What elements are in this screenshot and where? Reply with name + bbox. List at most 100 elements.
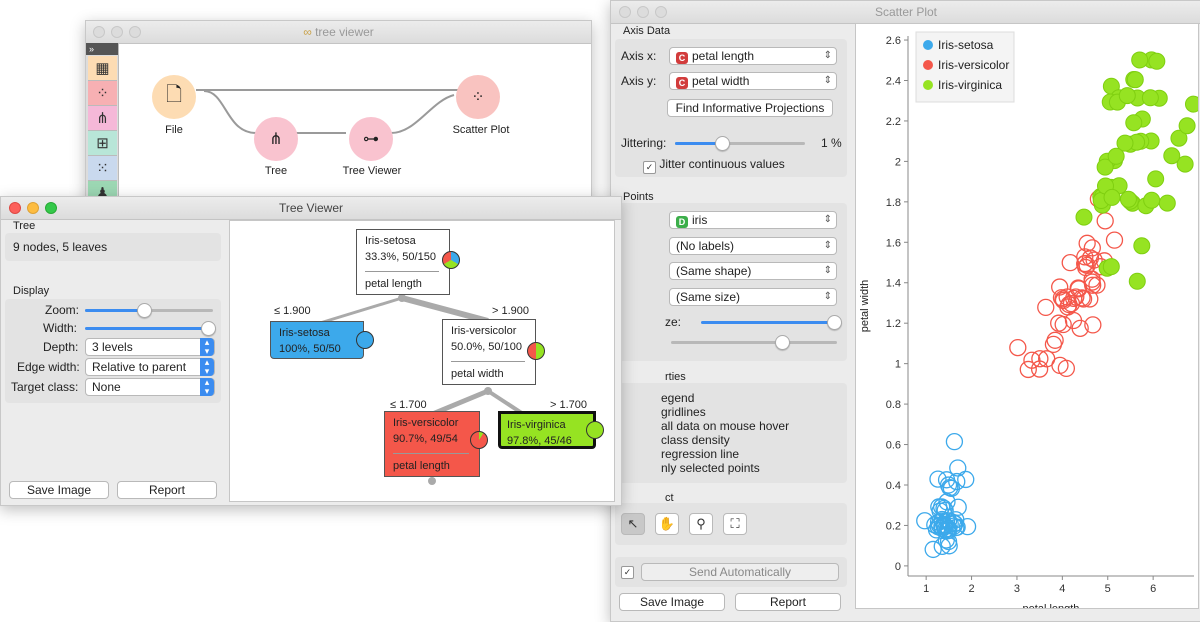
scatter-point (1178, 117, 1196, 135)
prop-label-selected[interactable]: nly selected points (661, 461, 760, 475)
size-value: (Same size) (676, 290, 741, 304)
symbol-size-slider[interactable] (701, 321, 833, 324)
width-label: Width: (43, 321, 78, 335)
tree-node-rl[interactable]: Iris-versicolor 90.7%, 49/54 petal lengt… (384, 411, 480, 477)
file-widget[interactable]: 🗋 (152, 75, 196, 119)
tree-node-left[interactable]: Iris-setosa 100%, 50/50 (270, 321, 364, 359)
close-button[interactable] (93, 26, 105, 38)
size-select[interactable]: (Same size)⇕ (669, 288, 837, 306)
scatter-point (1083, 273, 1101, 291)
node-stats: 50.0%, 50/100 (451, 341, 522, 353)
scatter-save-image-button[interactable]: Save Image (619, 593, 725, 611)
prop-regression-line[interactable]: regression line (661, 447, 740, 461)
y-tick-label: 0 (895, 561, 901, 573)
send-auto-checkbox[interactable]: ✓ (621, 566, 634, 579)
edge-width-label: Edge width: (17, 360, 80, 374)
tree-node-root[interactable]: Iris-setosa 33.3%, 50/150 petal length (356, 229, 450, 295)
display-box: Zoom: Width: Depth: 3 levels▴▾ Edge widt… (5, 299, 221, 403)
axis-data-section: Axis Data (623, 25, 671, 37)
prop-legend[interactable]: egend (661, 391, 695, 405)
send-automatically-button[interactable]: Send Automatically (641, 563, 839, 581)
zoom-button[interactable] (655, 6, 667, 18)
checkbox-checked[interactable]: ✓ (643, 161, 656, 174)
tree-widget[interactable]: ⋔ (254, 117, 298, 161)
hand-icon[interactable]: ✋ (655, 513, 679, 535)
minimize-button[interactable] (27, 202, 39, 214)
shape-select[interactable]: (Same shape)⇕ (669, 262, 837, 280)
zoom-icon[interactable]: ⚲ (689, 513, 713, 535)
scatter-plot-widget-label: Scatter Plot (452, 124, 510, 136)
reset-zoom-icon[interactable]: ⛶ (723, 513, 747, 535)
symbol-size-knob[interactable] (827, 315, 842, 330)
chevron-updown-icon: ⇕ (823, 50, 832, 61)
edge-width-select[interactable]: Relative to parent▴▾ (85, 358, 215, 376)
scatter-point (1125, 114, 1143, 132)
prop-class-density[interactable]: class density (661, 433, 730, 447)
jitter-continuous-option[interactable]: ✓ Jitter continuous values (643, 157, 785, 174)
tree-save-image-button[interactable]: Save Image (9, 481, 109, 499)
y-tick-label: 0.4 (886, 480, 901, 492)
zoom-label: Zoom: (45, 303, 80, 317)
canvas-window: ∞ tree viewer » ▦ ⁘ ⋔ ⊞ ⁙ ♟ 🗋 File ⋔ Tre… (85, 20, 592, 207)
opacity-knob[interactable] (775, 335, 790, 350)
tree-canvas[interactable]: Iris-setosa 33.3%, 50/150 petal length ≤… (229, 220, 615, 502)
scatter-point (1084, 316, 1102, 334)
legend-swatch (923, 80, 933, 90)
zoom-knob[interactable] (137, 303, 152, 318)
jittering-slider[interactable] (675, 142, 805, 145)
jittering-knob[interactable] (715, 136, 730, 151)
zoom-button[interactable] (129, 26, 141, 38)
legend-label: Iris-setosa (938, 38, 994, 52)
node-stats: 97.8%, 45/46 (507, 435, 572, 447)
scatter-point (1128, 272, 1146, 290)
x-tick-label: 4 (1059, 583, 1065, 595)
depth-select[interactable]: 3 levels▴▾ (85, 338, 215, 356)
tree-node-right[interactable]: Iris-versicolor 50.0%, 50/100 petal widt… (442, 319, 536, 385)
grid-category-icon[interactable]: ⊞ (88, 131, 117, 156)
scatter-point (1102, 258, 1120, 276)
tree-widget-label: Tree (264, 165, 288, 177)
target-class-select[interactable]: None▴▾ (85, 378, 215, 396)
tree-report-button[interactable]: Report (117, 481, 217, 499)
close-button[interactable] (619, 6, 631, 18)
prop-gridlines[interactable]: gridlines (661, 405, 706, 419)
chevron-updown-icon: ⇕ (823, 75, 832, 86)
scatter-point (1176, 155, 1194, 173)
width-slider[interactable] (85, 327, 209, 330)
prop-show-all-data[interactable]: all data on mouse hover (661, 419, 790, 433)
close-button[interactable] (9, 202, 21, 214)
pointer-icon[interactable]: ↖ (621, 513, 645, 535)
scatter-point (1023, 351, 1041, 369)
minimize-button[interactable] (637, 6, 649, 18)
node-class: Iris-versicolor (393, 417, 459, 429)
width-knob[interactable] (201, 321, 216, 336)
scatter-point (1131, 51, 1149, 69)
find-projections-button[interactable]: Find Informative Projections (667, 99, 833, 117)
label-select[interactable]: (No labels)⇕ (669, 237, 837, 255)
scatter-plot-widget[interactable]: ⁘ (456, 75, 500, 119)
opacity-slider[interactable] (671, 341, 837, 344)
scatter-point (1061, 254, 1079, 272)
zoom-button[interactable] (45, 202, 57, 214)
x-tick-label: 2 (968, 583, 974, 595)
file-widget-label: File (165, 124, 183, 136)
minimize-button[interactable] (111, 26, 123, 38)
tree-category-icon[interactable]: ⋔ (88, 106, 117, 131)
tree-node-rr[interactable]: Iris-virginica 97.8%, 45/46 (498, 411, 596, 449)
node-stats: 100%, 50/50 (279, 343, 341, 355)
toolbox-toggle[interactable]: » (86, 43, 118, 55)
scatter-point (1107, 147, 1125, 165)
link-file-scatter[interactable] (196, 89, 466, 91)
cluster-category-icon[interactable]: ⁙ (88, 156, 117, 181)
y-tick-label: 2.6 (886, 35, 901, 47)
tree-viewer-widget[interactable]: ⊶ (349, 117, 393, 161)
scatter-category-icon[interactable]: ⁘ (88, 81, 117, 106)
scatter-report-button[interactable]: Report (735, 593, 841, 611)
data-table-icon[interactable]: ▦ (88, 56, 117, 81)
categorical-icon: C (676, 77, 688, 89)
